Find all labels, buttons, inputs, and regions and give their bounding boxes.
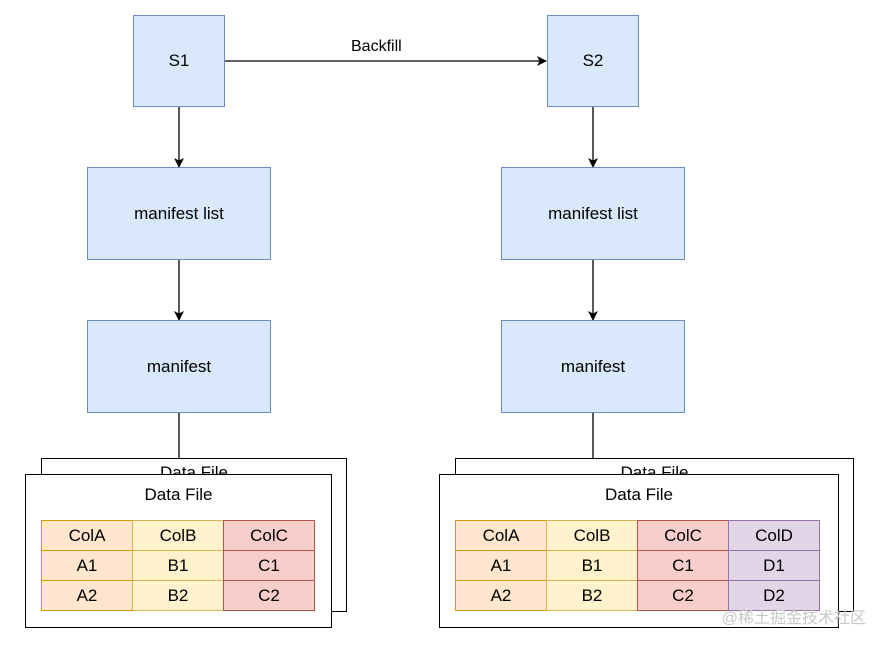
table-cell: A1	[455, 550, 547, 581]
left-manifest-list-label: manifest list	[134, 203, 224, 223]
right-manifest: manifest	[501, 320, 685, 413]
column-header: ColD	[728, 520, 820, 551]
table-cell: B1	[546, 550, 638, 581]
table-cell: B2	[546, 580, 638, 611]
column-header: ColC	[637, 520, 729, 551]
table-cell: A1	[41, 550, 133, 581]
right-data-file-title: Data File	[604, 485, 674, 504]
table-cell: C2	[637, 580, 729, 611]
left-manifest-list: manifest list	[87, 167, 271, 260]
column-header: ColA	[455, 520, 547, 551]
right-manifest-list-label: manifest list	[548, 203, 638, 223]
left-manifest-label: manifest	[146, 356, 212, 376]
table-cell: C2	[223, 580, 315, 611]
snapshot-s1: S1	[133, 15, 225, 107]
table-cell: D1	[728, 550, 820, 581]
snapshot-s1-label: S1	[168, 51, 190, 70]
left-manifest: manifest	[87, 320, 271, 413]
left-data-file-title: Data File	[144, 485, 213, 504]
watermark: @稀土掘金技术社区	[721, 610, 866, 627]
column-header: ColC	[223, 520, 315, 551]
table-cell: B2	[132, 580, 224, 611]
column-header: ColB	[546, 520, 638, 551]
right-manifest-label: manifest	[560, 356, 626, 376]
column-header: ColA	[41, 520, 133, 551]
column-header: ColB	[132, 520, 224, 551]
right-manifest-list: manifest list	[501, 167, 685, 260]
table-cell: D2	[728, 580, 820, 611]
table-cell: C1	[637, 550, 729, 581]
snapshot-s2: S2	[547, 15, 639, 107]
table-cell: B1	[132, 550, 224, 581]
backfill-label: Backfill	[349, 38, 404, 56]
snapshot-s2-label: S2	[582, 51, 604, 70]
table-cell: C1	[223, 550, 315, 581]
table-cell: A2	[41, 580, 133, 611]
table-cell: A2	[455, 580, 547, 611]
